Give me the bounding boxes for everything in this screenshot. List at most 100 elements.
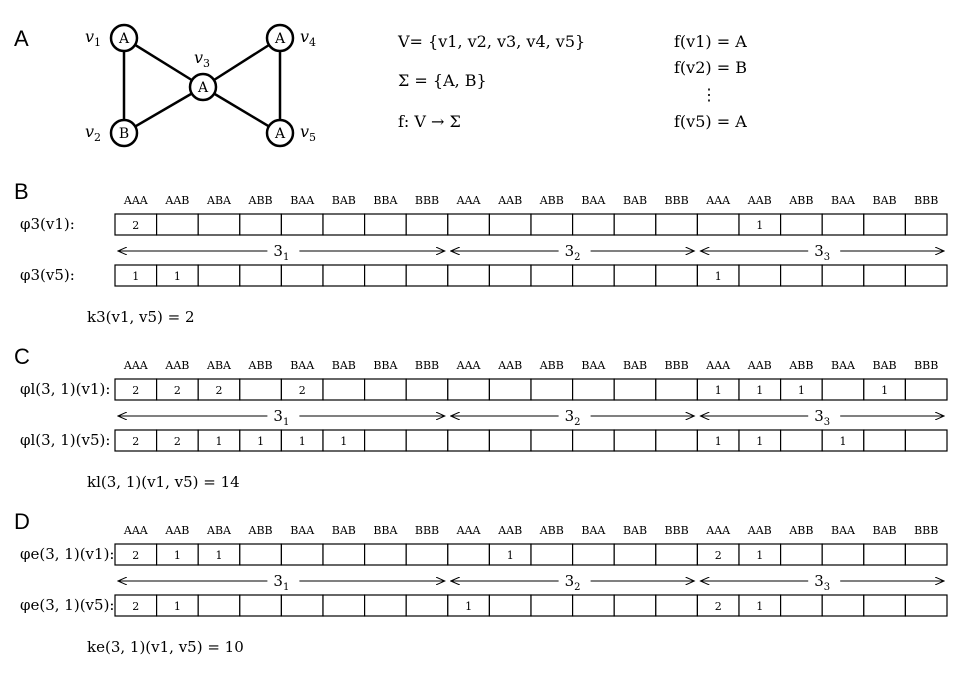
vector-cell <box>904 264 948 287</box>
vector-cell <box>197 213 241 236</box>
column-header: ABA <box>206 194 232 207</box>
cell-value: 2 <box>174 384 181 397</box>
column-header: BBA <box>373 194 398 207</box>
cell-value: 1 <box>465 600 472 613</box>
row-label: φ3(v5): <box>20 266 75 284</box>
segment-label: 33 <box>814 242 830 263</box>
vector-cell <box>239 264 283 287</box>
column-header: ABB <box>248 524 273 537</box>
segment-label: 32 <box>565 572 581 593</box>
column-header: AAB <box>164 194 189 207</box>
vector-cell <box>364 213 407 236</box>
vertical-ellipsis: ⋮ <box>701 85 717 104</box>
vector-cell <box>613 429 657 452</box>
row-label: φl(3, 1)(v5): <box>20 431 110 449</box>
graph-node-v3: A v3 <box>188 48 218 102</box>
column-header: AAB <box>497 194 522 207</box>
vector-cell <box>613 264 657 287</box>
vector-cell <box>821 543 865 566</box>
segment-label: 33 <box>814 407 830 428</box>
column-header: AAA <box>123 359 149 372</box>
vector-cell <box>530 429 574 452</box>
column-header: AAB <box>164 359 189 372</box>
vector-cell <box>696 213 740 236</box>
column-header: ABB <box>788 359 813 372</box>
column-header: ABA <box>206 359 232 372</box>
vector-cell <box>863 213 906 236</box>
column-header: AAA <box>123 524 149 537</box>
vector-cell <box>821 213 865 236</box>
vector-cell <box>239 543 283 566</box>
vertex-set-definition: V= {v1, v2, v3, v4, v5} <box>397 32 585 51</box>
cell-value: 1 <box>174 270 181 283</box>
column-header: BBB <box>415 524 439 537</box>
cell-value: 1 <box>715 384 722 397</box>
vector-cell <box>322 213 366 236</box>
vector-cell <box>322 378 366 401</box>
vector-cell <box>530 213 574 236</box>
vector-cell <box>530 378 574 401</box>
node-name-v3: v3 <box>194 48 210 70</box>
column-header: BBB <box>664 359 688 372</box>
vector-cell <box>738 264 782 287</box>
node-name-v4: v4 <box>300 27 316 49</box>
vector-cell <box>821 594 865 617</box>
column-header: BBB <box>664 194 688 207</box>
cell-value: 2 <box>132 600 139 613</box>
vector-cell <box>405 378 449 401</box>
vector-cell <box>571 543 615 566</box>
column-header: BAB <box>623 194 647 207</box>
graph-node-v5: A v5 <box>265 118 316 148</box>
column-header: BAB <box>332 194 356 207</box>
kernel-value: ke(3, 1)(v1, v5) = 10 <box>87 638 244 656</box>
vector-cell <box>447 543 490 566</box>
cell-value: 1 <box>756 384 763 397</box>
cell-value: 1 <box>340 435 347 448</box>
node-label: B <box>119 126 129 142</box>
vector-cell <box>821 264 865 287</box>
vector-cell <box>364 429 407 452</box>
cell-value: 2 <box>132 384 139 397</box>
f-v5-mapping: f(v5) = A <box>674 112 747 131</box>
cell-value: 1 <box>715 435 722 448</box>
graph-node-v2: B v2 <box>85 118 139 148</box>
vector-cell <box>405 594 449 617</box>
column-header: BAB <box>332 524 356 537</box>
vector-cell <box>405 543 449 566</box>
row-label: φe(3, 1)(v5): <box>20 596 114 614</box>
vector-cell <box>405 213 449 236</box>
vector-cell <box>447 429 490 452</box>
edge-v1-v3 <box>123 36 204 89</box>
cell-value: 2 <box>174 435 181 448</box>
column-header: AAB <box>164 524 189 537</box>
panel-a: A A v1 B v2 A v3 A v4 <box>14 23 747 148</box>
vector-cell <box>863 429 906 452</box>
column-header: ABB <box>248 194 273 207</box>
column-header: AAA <box>456 194 482 207</box>
cell-value: 1 <box>216 549 223 562</box>
graph-node-v4: A v4 <box>265 23 316 53</box>
vector-cell <box>364 543 407 566</box>
cell-value: 1 <box>756 435 763 448</box>
column-header: ABB <box>539 194 564 207</box>
vector-cell <box>613 543 657 566</box>
cell-value: 2 <box>132 435 139 448</box>
column-header: BAA <box>831 524 856 537</box>
cell-value: 1 <box>132 270 139 283</box>
vector-cell <box>364 378 407 401</box>
node-name-v5: v5 <box>300 122 316 144</box>
vector-cell <box>779 264 823 287</box>
vector-cell <box>197 264 241 287</box>
segment-label: 33 <box>814 572 830 593</box>
column-header: BAB <box>623 359 647 372</box>
column-header: BAA <box>290 359 315 372</box>
vector-cell <box>405 264 449 287</box>
column-header: ABB <box>248 359 273 372</box>
vector-cell <box>280 543 324 566</box>
cell-value: 1 <box>507 549 514 562</box>
vector-cell <box>364 264 407 287</box>
column-header: AAB <box>747 524 772 537</box>
